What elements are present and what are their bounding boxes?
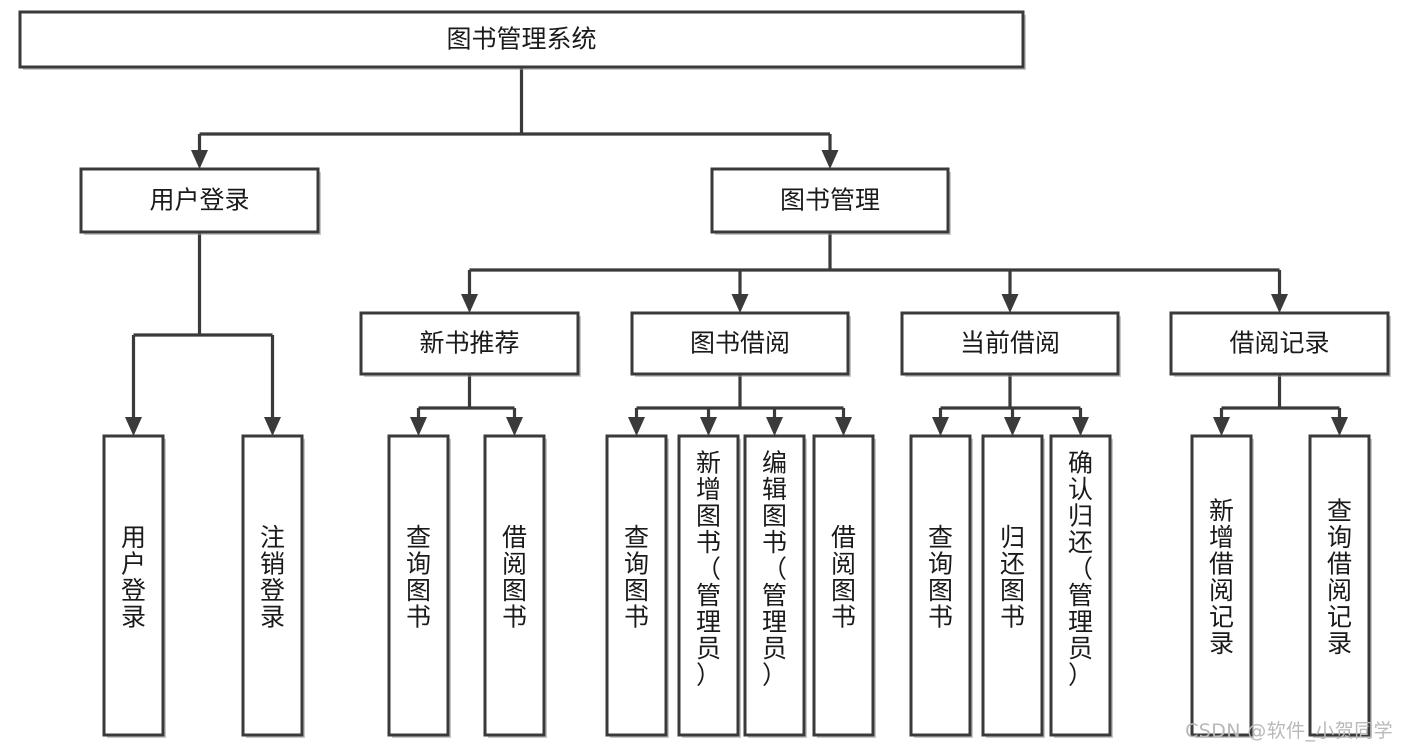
node-boxes: 图书管理系统用户登录图书管理用户登录注销登录新书推荐图书借阅当前借阅借阅记录查询… bbox=[18, 10, 1391, 738]
node-label: 注销登录 bbox=[260, 523, 285, 632]
arrow-head-icon bbox=[731, 294, 749, 313]
arrow-head-icon bbox=[821, 150, 839, 169]
node-18[interactable]: 新增借阅记录 bbox=[1190, 434, 1254, 738]
node-1[interactable]: 用户登录 bbox=[79, 167, 321, 235]
node-label: 查询图书 bbox=[624, 523, 649, 632]
node-label: 查询借阅记录 bbox=[1327, 496, 1352, 658]
node-4[interactable]: 注销登录 bbox=[241, 434, 305, 738]
arrow-head-icon bbox=[700, 417, 717, 436]
node-label: 查询图书 bbox=[928, 523, 953, 632]
node-5[interactable]: 新书推荐 bbox=[359, 311, 581, 377]
node-15[interactable]: 查询图书 bbox=[909, 434, 973, 738]
node-label: 借阅记录 bbox=[1229, 329, 1329, 358]
arrow-head-icon bbox=[506, 417, 523, 436]
arrow-head-icon bbox=[835, 417, 852, 436]
arrow-head-icon bbox=[1072, 417, 1089, 436]
arrow-head-icon bbox=[410, 417, 427, 436]
node-label: 当前借阅 bbox=[960, 329, 1060, 358]
node-label: 查询图书 bbox=[406, 523, 431, 632]
arrow-head-icon bbox=[1331, 417, 1348, 436]
arrow-head-icon bbox=[191, 150, 208, 169]
node-label: 图书借阅 bbox=[690, 329, 790, 358]
node-label: 借阅图书 bbox=[502, 523, 527, 632]
node-10[interactable]: 借阅图书 bbox=[483, 434, 547, 738]
node-2[interactable]: 图书管理 bbox=[710, 167, 951, 235]
node-6[interactable]: 图书借阅 bbox=[630, 311, 851, 377]
node-19[interactable]: 查询借阅记录 bbox=[1308, 434, 1372, 738]
node-label: 借阅图书 bbox=[831, 523, 856, 632]
arrow-head-icon bbox=[766, 417, 783, 436]
arrow-head-icon bbox=[1271, 294, 1288, 313]
node-label: 用户登录 bbox=[121, 523, 146, 632]
arrow-head-icon bbox=[1213, 417, 1230, 436]
node-0[interactable]: 图书管理系统 bbox=[18, 10, 1026, 70]
arrow-head-icon bbox=[1001, 294, 1019, 313]
arrow-head-icon bbox=[125, 417, 142, 436]
node-3[interactable]: 用户登录 bbox=[102, 434, 166, 738]
node-label: 图书管理系统 bbox=[446, 25, 596, 54]
arrow-head-icon bbox=[628, 417, 645, 436]
node-14[interactable]: 借阅图书 bbox=[812, 434, 876, 738]
arrow-head-icon bbox=[1004, 417, 1021, 436]
node-8[interactable]: 借阅记录 bbox=[1169, 311, 1391, 377]
node-label: 图书管理 bbox=[780, 186, 880, 215]
arrow-head-icon bbox=[932, 417, 949, 436]
node-label: 编辑图书（管理员） bbox=[762, 448, 787, 689]
node-label: 新增借阅记录 bbox=[1209, 496, 1234, 658]
node-11[interactable]: 查询图书 bbox=[605, 434, 669, 738]
node-label: 新书推荐 bbox=[419, 329, 519, 358]
node-9[interactable]: 查询图书 bbox=[387, 434, 451, 738]
connector-links bbox=[125, 67, 1348, 436]
node-16[interactable]: 归还图书 bbox=[981, 434, 1045, 738]
node-12[interactable]: 新增图书（管理员） bbox=[677, 434, 741, 738]
arrow-head-icon bbox=[461, 294, 478, 313]
node-label: 新增图书（管理员） bbox=[696, 448, 721, 689]
node-label: 用户登录 bbox=[149, 186, 249, 215]
node-7[interactable]: 当前借阅 bbox=[900, 311, 1121, 377]
node-13[interactable]: 编辑图书（管理员） bbox=[743, 434, 807, 738]
node-label: 确认归还（管理员） bbox=[1068, 448, 1093, 689]
node-17[interactable]: 确认归还（管理员） bbox=[1049, 434, 1113, 738]
arrow-head-icon bbox=[264, 417, 281, 436]
node-label: 归还图书 bbox=[1000, 523, 1025, 632]
